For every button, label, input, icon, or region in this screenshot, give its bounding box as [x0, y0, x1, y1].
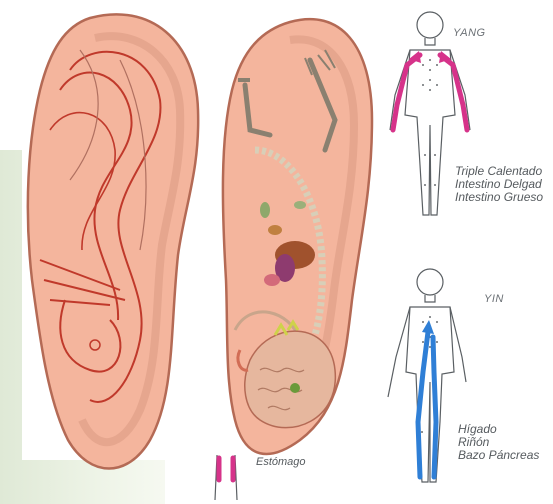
stomach-label: Estómago: [256, 456, 306, 469]
right-ear-organ-map: [223, 19, 372, 454]
left-ear-fetus-map: [28, 14, 198, 468]
yin-meridian-label: Bazo Páncreas: [458, 449, 539, 462]
yang-meridian-label: Intestino Grueso: [455, 191, 543, 204]
yin-body-figure: [378, 262, 468, 487]
yang-label: YANG: [453, 27, 486, 40]
yin-label: YIN: [484, 293, 504, 306]
